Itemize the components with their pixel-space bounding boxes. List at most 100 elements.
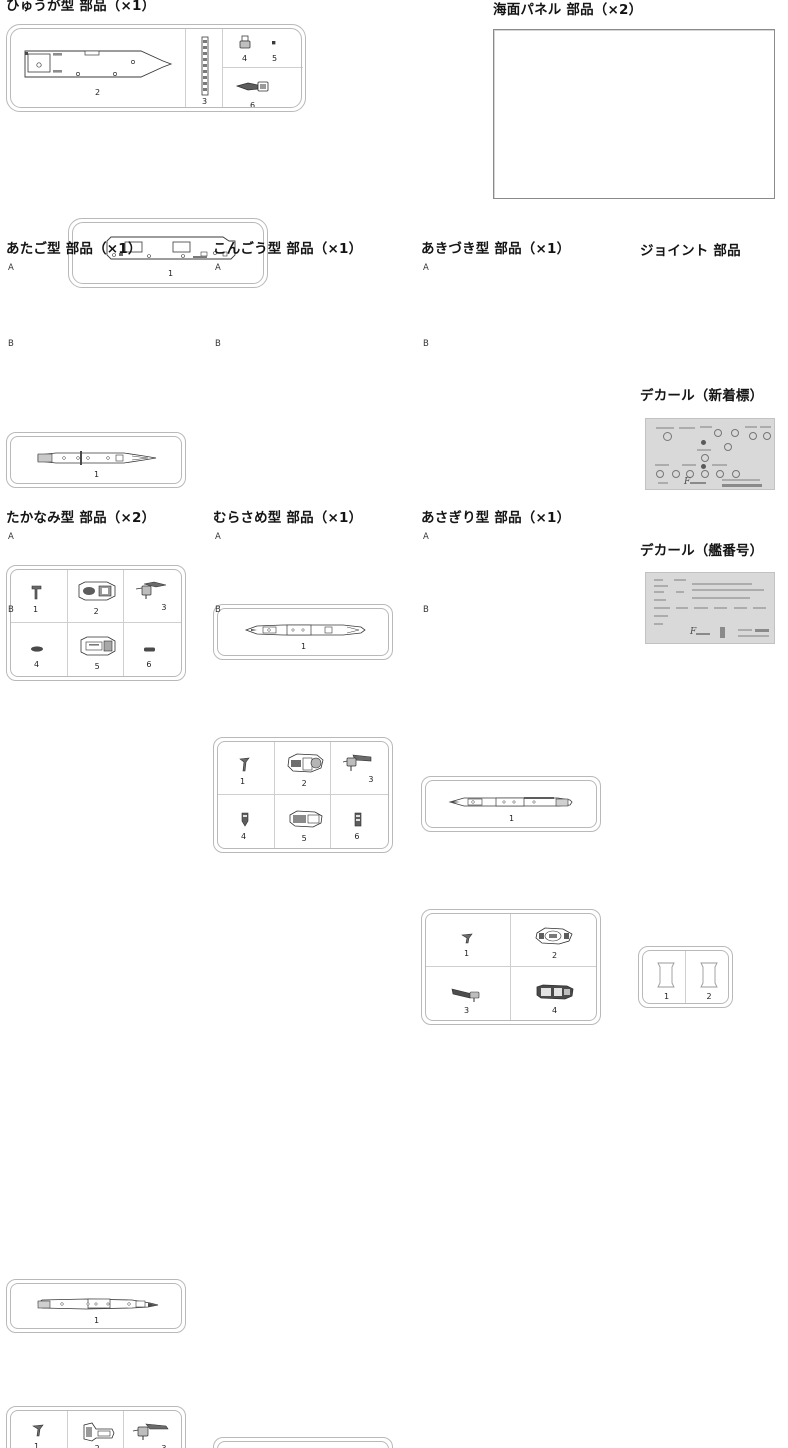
panel-title-takanami: たかなみ型 部品（×2） (6, 510, 156, 526)
part-shape-superstructure (283, 752, 327, 774)
sprue-cell: 1 (426, 781, 596, 827)
panel-atago: あたご型 部品（×1） (6, 241, 142, 257)
part-number: 4 (34, 660, 40, 669)
runner-label-asagiri-b: B (423, 605, 429, 615)
part-shape-hull-side (105, 235, 237, 263)
panel-sea: 海面パネル 部品（×2） (493, 2, 643, 18)
sprue-cell: 1 (218, 742, 275, 795)
sprue-cell: 6 (331, 795, 388, 848)
runner-label-atago-b: B (8, 339, 14, 349)
sprue-cell: 2 (686, 951, 729, 1003)
sprue-cell: 5 (275, 795, 332, 848)
sprue-murasame-a: 1 (213, 1437, 393, 1448)
sprue-cell: 1 (11, 437, 181, 483)
panel-decal-markings: デカール（新着標） (640, 389, 763, 404)
part-number: 2 (706, 992, 712, 1001)
part-shape-mast (30, 584, 44, 600)
part-shape-small-tower (239, 811, 251, 829)
sprue-cell: 6 (223, 68, 303, 107)
part-shape-small-block (239, 35, 251, 51)
sea-panel-sheet (493, 29, 775, 199)
sprue-cell: 6 (124, 623, 181, 676)
runner-label-takanami-a: A (8, 532, 14, 542)
sprue-cell: 1 (218, 609, 388, 655)
part-shape-mast (460, 932, 476, 944)
sprue-kongou-b: 1 2 3 (213, 737, 393, 853)
sprue-takanami-a: 1 (6, 1279, 186, 1333)
sprue-cell: 1 (11, 1284, 181, 1328)
part-shape-hangar (78, 635, 118, 657)
panel-title-murasame: むらさめ型 部品（×1） (213, 510, 363, 526)
part-shape-small-block (353, 811, 363, 829)
part-number: 1 (464, 949, 470, 958)
part-number: 1 (94, 470, 100, 479)
sprue-takanami-b: 1 2 3 (6, 1406, 186, 1448)
sprue-kongou-a: 1 (213, 604, 393, 660)
part-shape-joint-clip (655, 961, 677, 989)
part-shape-superstructure (533, 926, 575, 946)
panel-takanami: たかなみ型 部品（×2） (6, 510, 156, 526)
panel-decal-hullnumbers: デカール（艦番号） (640, 543, 764, 559)
part-shape-dot (271, 40, 277, 46)
panel-hyuga: ひゅうが型 部品（×1） (6, 0, 155, 14)
part-shape-joint-clip (698, 961, 720, 989)
part-shape-destroyer-hull (36, 1297, 160, 1311)
sprue-joint: 1 2 (638, 946, 733, 1008)
part-number: 3 (202, 97, 208, 106)
part-number: 2 (95, 1445, 100, 1448)
runner-label-atago-a: A (8, 263, 14, 273)
part-number: 3 (368, 775, 374, 784)
part-number: 4 (552, 1006, 558, 1015)
runner-label-akizuki-b: B (423, 339, 429, 349)
panel-title-decal-hullnumbers: デカール（艦番号） (640, 543, 764, 559)
panel-title-kongou: こんごう型 部品（×1） (213, 241, 363, 257)
decal-artwork: F (646, 419, 774, 489)
part-shape-hangar (535, 983, 575, 1001)
panel-asagiri: あさぎり型 部品（×1） (421, 511, 570, 526)
part-number: 2 (95, 88, 101, 97)
part-shape-hangar (287, 809, 325, 829)
runner-label-akizuki-a: A (423, 263, 429, 273)
sprue-cell: 3 (186, 29, 223, 107)
part-shape-radar-mast (134, 580, 168, 600)
panel-joint: ジョイント 部品 (640, 244, 741, 259)
sprue-cell: 4 5 (223, 29, 303, 68)
part-shape-mast (238, 756, 252, 772)
sprue-akizuki-b: 1 2 3 (421, 909, 601, 1025)
sprue-cell: 2 (67, 570, 125, 623)
part-number: 3 (161, 1445, 166, 1448)
panel-title-sea: 海面パネル 部品（×2） (493, 2, 643, 18)
part-number: 4 (241, 832, 247, 841)
part-shape-small-oval (29, 645, 45, 653)
sprue-atago-b: 1 2 3 (6, 565, 186, 681)
sprue-hyuga-b: 1 (68, 218, 268, 288)
part-shape-crane (235, 80, 274, 94)
sprue-cell: 1 (643, 951, 686, 1003)
sprue-cell: 1 (218, 1442, 388, 1448)
sprue-cell: 3 (331, 742, 388, 795)
sprue-cell: 4 (218, 795, 275, 848)
runner-label-kongou-a: A (215, 263, 221, 273)
part-number: 6 (146, 660, 152, 669)
part-shape-radar-mast (450, 985, 484, 1003)
part-shape-funnel-block (82, 1421, 116, 1443)
part-shape-destroyer-hull (243, 623, 367, 637)
part-number: 1 (34, 1442, 40, 1448)
runner-label-murasame-b: B (215, 605, 221, 615)
panel-title-akizuki: あきづき型 部品（×1） (421, 241, 571, 257)
part-number: 1 (94, 1316, 100, 1325)
panel-title-atago: あたご型 部品（×1） (6, 241, 142, 257)
sprue-hyuga-a: 2 3 (6, 24, 306, 112)
part-number: 2 (301, 779, 307, 788)
sprue-cell: 1 (11, 570, 68, 623)
sprue-cell: 3 (124, 1411, 181, 1448)
sprue-cell: 2 (511, 914, 596, 967)
part-number: 1 (240, 777, 246, 786)
part-number: 1 (33, 605, 39, 614)
part-shape-mast-strip (200, 36, 210, 96)
panel-title-hyuga: ひゅうが型 部品（×1） (6, 0, 156, 14)
sprue-cell: 1 (11, 1411, 68, 1448)
sprue-akizuki-a: 1 (421, 776, 601, 832)
part-number: 1 (168, 269, 174, 278)
part-number: 1 (301, 642, 307, 651)
